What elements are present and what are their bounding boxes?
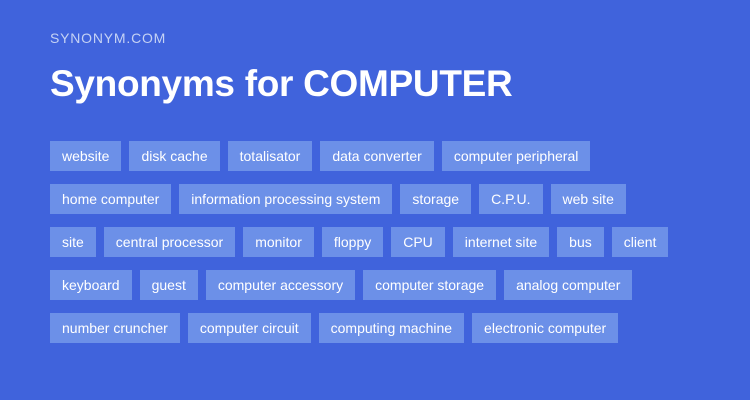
synonym-chip[interactable]: computer circuit: [187, 313, 311, 343]
synonym-chip[interactable]: client: [611, 227, 669, 257]
synonym-chip[interactable]: computer peripheral: [441, 141, 591, 171]
synonym-chip[interactable]: data converter: [320, 141, 434, 171]
synonym-chip[interactable]: number cruncher: [50, 313, 180, 343]
synonym-chip[interactable]: information processing system: [179, 184, 393, 214]
synonym-chip[interactable]: site: [50, 227, 96, 257]
synonym-chip[interactable]: internet site: [452, 227, 550, 257]
synonym-chip[interactable]: analog computer: [504, 270, 633, 300]
synonym-chip[interactable]: C.P.U.: [479, 184, 543, 214]
synonym-chip[interactable]: keyboard: [50, 270, 132, 300]
synonym-chip[interactable]: CPU: [391, 227, 445, 257]
synonym-chip[interactable]: disk cache: [129, 141, 220, 171]
synonym-chip[interactable]: home computer: [50, 184, 172, 214]
site-brand-label: SYNONYM.COM: [50, 30, 167, 46]
synonym-chip[interactable]: computer accessory: [205, 270, 356, 300]
synonym-chip[interactable]: website: [50, 141, 122, 171]
synonym-chip[interactable]: central processor: [103, 227, 236, 257]
synonym-chip[interactable]: electronic computer: [472, 313, 619, 343]
synonym-chip[interactable]: computer storage: [363, 270, 497, 300]
page-title: Synonyms for COMPUTER: [50, 63, 513, 104]
synonym-chip[interactable]: computing machine: [318, 313, 465, 343]
synonym-chip[interactable]: storage: [400, 184, 472, 214]
synonym-chip[interactable]: bus: [557, 227, 604, 257]
synonym-chip[interactable]: web site: [550, 184, 626, 214]
synonym-chip[interactable]: totalisator: [227, 141, 313, 171]
card-header: SYNONYM.COM Synonyms for COMPUTER: [50, 30, 730, 105]
synonym-chip[interactable]: floppy: [321, 227, 384, 257]
synonym-chip[interactable]: monitor: [243, 227, 314, 257]
synonym-chip[interactable]: guest: [139, 270, 198, 300]
